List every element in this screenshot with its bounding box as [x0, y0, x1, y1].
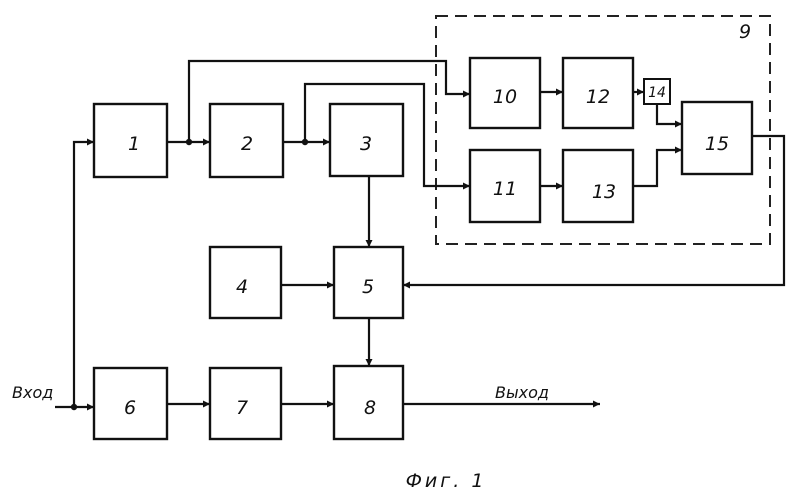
block-5-label: 5 [362, 276, 374, 298]
block-2: 2 [210, 104, 283, 177]
block-12-label: 12 [586, 86, 610, 108]
output-label: Выход [495, 383, 549, 402]
block-3: 3 [330, 104, 403, 176]
unit-9-label: 9 [739, 21, 751, 43]
block-4-label: 4 [236, 276, 248, 298]
block-2-label: 2 [241, 133, 253, 155]
block-1: 1 [94, 104, 167, 177]
wire-13-15 [633, 150, 682, 186]
block-11-label: 11 [493, 178, 517, 200]
wire-trunk [74, 142, 94, 407]
block-15: 15 [682, 102, 752, 174]
block-10: 10 [470, 58, 540, 128]
junction-input [71, 404, 77, 410]
block-8: 8 [334, 366, 403, 439]
block-15-label: 15 [705, 133, 729, 155]
block-1-label: 1 [128, 133, 140, 155]
block-6: 6 [94, 368, 167, 439]
block-3-label: 3 [360, 133, 372, 155]
junction-1-2 [186, 139, 192, 145]
block-6-label: 6 [124, 397, 136, 419]
figure-caption: Фиг. 1 [406, 470, 487, 492]
block-4: 4 [210, 247, 281, 318]
block-8-label: 8 [364, 397, 376, 419]
block-13: 13 [563, 150, 633, 222]
block-5: 5 [334, 247, 403, 318]
wire-14-15 [657, 104, 682, 124]
block-7-label: 7 [236, 397, 248, 419]
block-11: 11 [470, 150, 540, 222]
block-7: 7 [210, 368, 281, 439]
block-14: 14 [644, 79, 670, 104]
block-12: 12 [563, 58, 633, 128]
block-10-label: 10 [493, 86, 517, 108]
block-13-label: 13 [592, 181, 616, 203]
junction-2-3 [302, 139, 308, 145]
block-14-label: 14 [648, 85, 666, 101]
input-label: Вход [12, 383, 53, 402]
